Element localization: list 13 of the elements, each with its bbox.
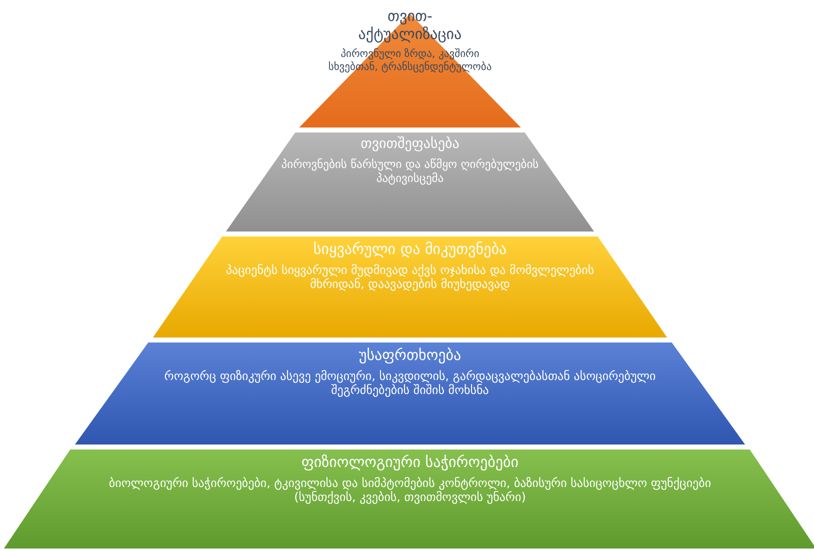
pyramid-tier <box>225 132 595 232</box>
pyramid-tier <box>3 449 814 549</box>
pyramid-tier <box>298 13 522 128</box>
tier-title: თვითშეფასება <box>360 136 460 153</box>
tier-description: როგორც ფიზიკური ასევე ემოციური, სიკვდილის, გარდაცვალებასთან ასოცირებული შეგრძნებების შიშის მოხსნა <box>163 369 657 398</box>
tier-description: ბიოლოგიური საჭიროებები, ტკივილისა და სიმპტომების კონტროლი, ბაზისური სასიცოცხლო ფუნქციები (სუნთქვის, კვების, თვითმოვლის უნარი) <box>108 476 712 505</box>
tier-description: პიროვნების წარსული და აწმყო ღირებულების პატივისცემა <box>280 158 540 186</box>
pyramid-tier <box>74 342 746 445</box>
pyramid-tier <box>152 236 668 338</box>
tier-title: სიყვარული და მიკუთვნება <box>312 240 508 258</box>
tier-title: ფიზიოლოგიური საჭიროებები <box>300 453 520 471</box>
tier-title: უსაფრთხოება <box>358 346 462 364</box>
tier-description: პაციენტს სიყვარული მუდმივად აქვს ოჯახისა და მომვლელების მხრიდან, დაავადების მიუხედავად <box>224 263 596 292</box>
